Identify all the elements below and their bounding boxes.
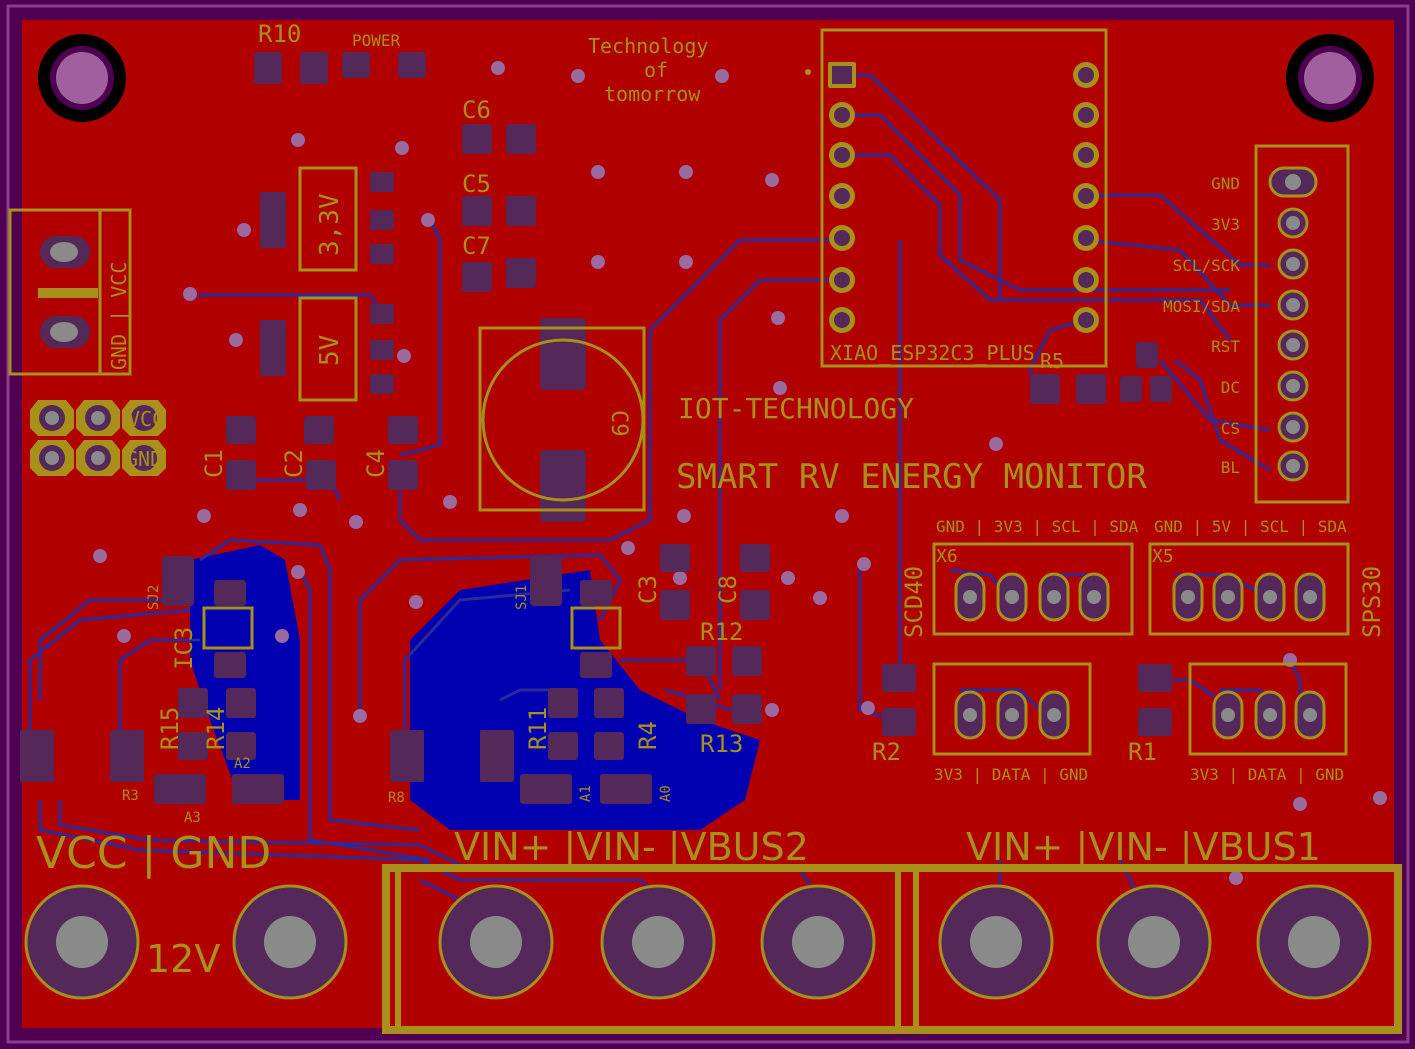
a2-label: A2 bbox=[234, 756, 251, 772]
r10-label: R10 bbox=[258, 20, 301, 48]
sj1-label: SJ1 bbox=[514, 585, 530, 610]
r4-label: R4 bbox=[634, 721, 662, 750]
vias bbox=[93, 61, 1387, 885]
header-gnd-label: GND bbox=[126, 447, 162, 471]
mounting-hole-left bbox=[38, 34, 126, 122]
r12-label: R12 bbox=[700, 618, 743, 646]
silkscreen-labels: R10 POWER Technology of tomorrow C6 C5 C… bbox=[36, 20, 1386, 981]
screw-terminals bbox=[24, 884, 1372, 1000]
r1-label: R1 bbox=[1128, 738, 1157, 766]
display-pin-bl: BL bbox=[1221, 458, 1240, 477]
silkscreen-outlines bbox=[202, 28, 1402, 1034]
x6-label: X6 bbox=[936, 546, 958, 567]
sensor-connector-pins bbox=[954, 572, 1326, 740]
c1-label: C1 bbox=[200, 449, 228, 478]
v33-label: 3,3V bbox=[315, 193, 345, 256]
display-pin-3v3: 3V3 bbox=[1211, 215, 1240, 234]
display-pin-scl: SCL/SCK bbox=[1173, 256, 1241, 275]
display-header-pins bbox=[1268, 166, 1318, 482]
r3-label: R3 bbox=[122, 788, 139, 804]
bus2-terminal-label: VIN+ |VIN- |VBUS2 bbox=[454, 825, 809, 870]
c6-label: C6 bbox=[462, 96, 491, 124]
display-pin-sda: MOSI/SDA bbox=[1163, 297, 1240, 316]
tagline-line2: of bbox=[644, 58, 668, 82]
display-pin-gnd: GND bbox=[1211, 174, 1240, 193]
sps30-label: SPS30 bbox=[1358, 566, 1386, 638]
r5-label: R5 bbox=[1040, 349, 1064, 373]
copper-pour-top bbox=[22, 20, 1394, 1028]
display-pin-rst: RST bbox=[1211, 337, 1240, 356]
tagline-line1: Technology bbox=[588, 34, 708, 58]
ic3-label: IC3 bbox=[170, 627, 198, 670]
c3-label: C3 bbox=[634, 575, 662, 604]
r11-label: R11 bbox=[524, 707, 552, 750]
c4-label: C4 bbox=[362, 449, 390, 478]
c8-label: C8 bbox=[714, 575, 742, 604]
xiao-label: XIAO_ESP32C3_PLUS bbox=[830, 341, 1035, 365]
a0-label: A0 bbox=[658, 785, 674, 802]
power-terminal-label: VCC | GND bbox=[36, 828, 271, 879]
voltage-label: 12V bbox=[146, 937, 220, 981]
x5-pin-labels: GND | 5V | SCL | SDA bbox=[1154, 517, 1347, 536]
c7-label: C7 bbox=[462, 232, 491, 260]
a3-label: A3 bbox=[184, 810, 201, 826]
display-pin-dc: DC bbox=[1221, 378, 1240, 397]
header-vcc-gnd: VCC GND bbox=[30, 400, 166, 476]
r14-label: R14 bbox=[202, 707, 230, 750]
a1-label: A1 bbox=[578, 785, 594, 802]
bus1-terminal-label: VIN+ |VIN- |VBUS1 bbox=[966, 825, 1321, 870]
board-edge bbox=[6, 4, 1410, 1044]
x6-pin-labels: GND | 3V3 | SCL | SDA bbox=[936, 517, 1139, 536]
c2-label: C2 bbox=[280, 449, 308, 478]
x5-label: X5 bbox=[1152, 546, 1174, 567]
product-label: SMART RV ENERGY MONITOR bbox=[676, 457, 1147, 497]
v5-label: 5V bbox=[315, 335, 345, 366]
r2-label: R2 bbox=[872, 738, 901, 766]
header-vcc-label: VCC bbox=[128, 407, 164, 431]
c5-label: C5 bbox=[462, 170, 491, 198]
sj2-label: SJ2 bbox=[146, 585, 162, 610]
display-pin-labels: GND 3V3 SCL/SCK MOSI/SDA RST DC CS BL bbox=[1163, 174, 1240, 477]
r15-label: R15 bbox=[156, 707, 184, 750]
q1-terminal: GND | VCC bbox=[8, 208, 132, 376]
xiao-module-pins bbox=[805, 62, 1099, 333]
display-pin-cs: CS bbox=[1221, 419, 1240, 438]
r8-label: R8 bbox=[388, 790, 405, 806]
r13-label: R13 bbox=[700, 730, 743, 758]
mounting-hole-right bbox=[1286, 34, 1374, 122]
power-label: POWER bbox=[352, 31, 401, 50]
c9-label: C9 bbox=[606, 410, 631, 437]
scd40-label: SCD40 bbox=[900, 566, 928, 638]
r2-conn-labels: 3V3 | DATA | GND bbox=[934, 765, 1088, 784]
q1-label: GND | VCC bbox=[107, 262, 131, 370]
r1-conn-labels: 3V3 | DATA | GND bbox=[1190, 765, 1344, 784]
smd-pads bbox=[20, 52, 1172, 804]
tagline-line3: tomorrow bbox=[604, 82, 701, 106]
company-label: IOT-TECHNOLOGY bbox=[678, 392, 914, 425]
